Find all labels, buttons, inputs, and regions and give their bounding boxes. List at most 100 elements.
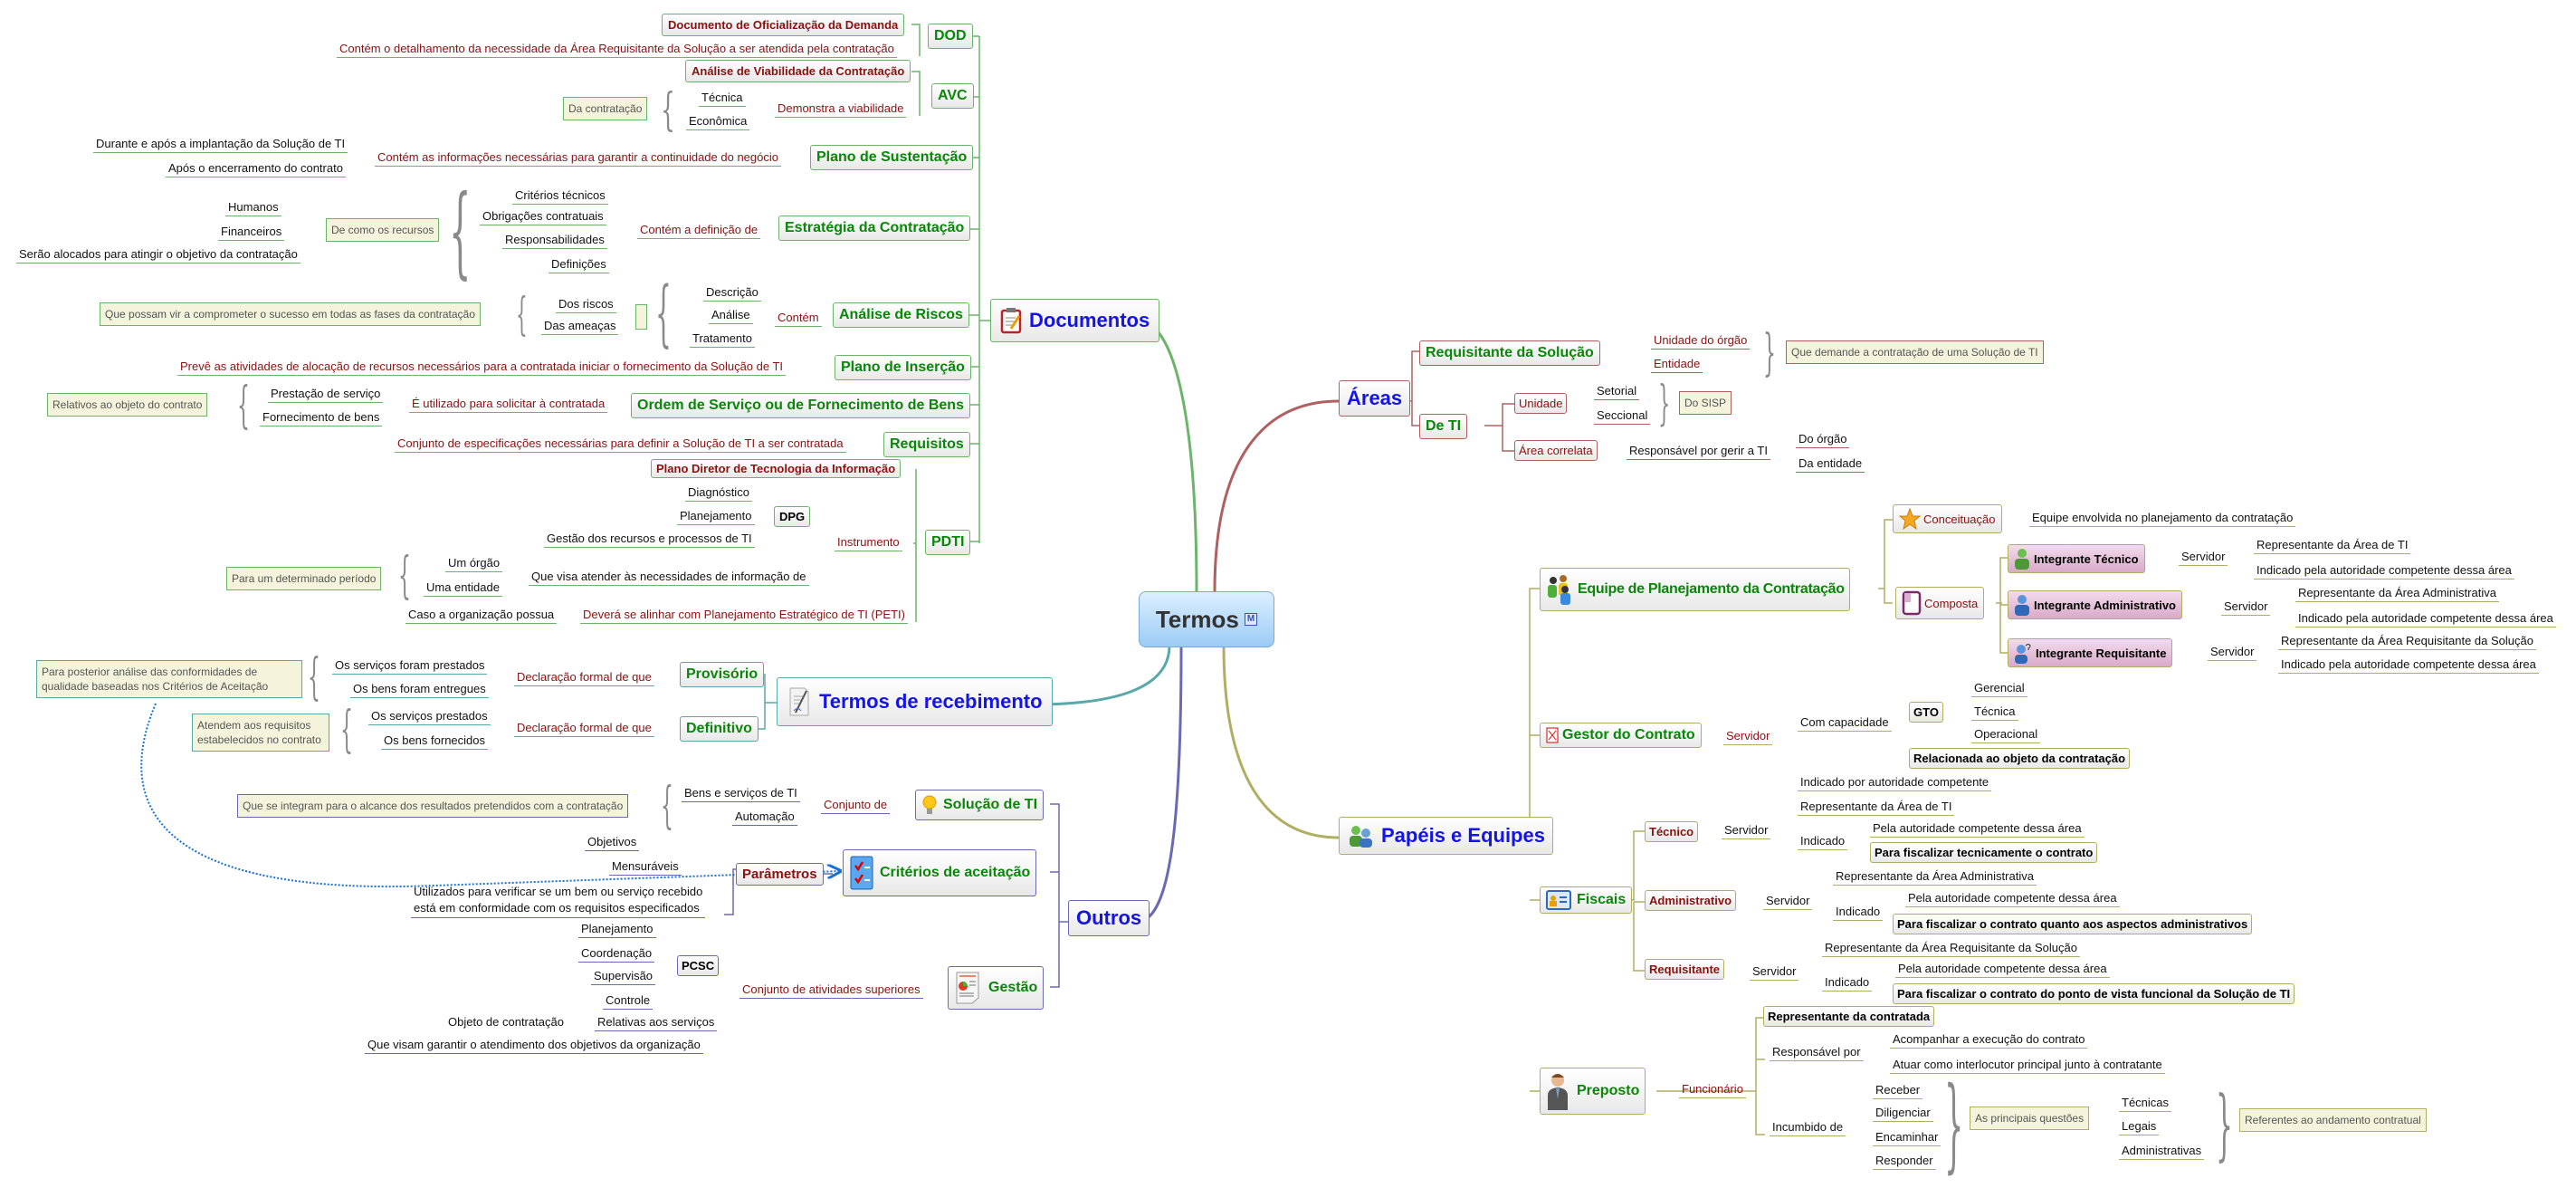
responsavel-item[interactable]: Da entidade xyxy=(1796,455,1865,473)
pdti-atender-item[interactable]: Um órgão xyxy=(445,555,503,572)
topic-outros[interactable]: Outros xyxy=(1068,900,1150,936)
gto-item[interactable]: Operacional xyxy=(1971,726,2041,743)
pdti-caso[interactable]: Caso a organização possua xyxy=(405,607,558,624)
integrante-tecnico[interactable]: Integrante Técnico xyxy=(2008,544,2145,573)
questoes-item[interactable]: Técnicas xyxy=(2119,1095,2172,1112)
topic-areas[interactable]: Áreas xyxy=(1339,380,1411,417)
fiscal-role[interactable]: Servidor xyxy=(1722,822,1771,839)
conceituacao-description[interactable]: Equipe envolvida no planejamento da cont… xyxy=(2029,510,2296,527)
fiscal-indicado[interactable]: Indicado xyxy=(1798,833,1848,850)
parametros-item[interactable]: Mensuráveis xyxy=(609,858,682,876)
riscos-item[interactable]: Análise xyxy=(709,307,753,324)
incumbido-item[interactable]: Encaminhar xyxy=(1873,1129,1942,1146)
topic-definitivo[interactable]: Definitivo xyxy=(680,716,758,742)
definitivo-item[interactable]: Os bens fornecidos xyxy=(381,733,489,750)
avc-item[interactable]: Econômica xyxy=(686,113,750,130)
dpg-item[interactable]: Diagnóstico xyxy=(685,484,752,502)
parametros-topic[interactable]: Parâmetros xyxy=(736,863,824,886)
topic-documentos[interactable]: Documentos xyxy=(990,299,1160,342)
ordem-item[interactable]: Prestação de serviço xyxy=(268,386,384,403)
estrategia-sub-item[interactable]: Financeiros xyxy=(218,224,285,241)
estrategia-item[interactable]: Critérios técnicos xyxy=(512,187,608,205)
solucao-relation[interactable]: Conjunto de xyxy=(821,797,891,814)
integrante-role[interactable]: Servidor xyxy=(2208,644,2257,661)
topic-fiscais[interactable]: Fiscais xyxy=(1540,886,1633,914)
topic-termos-recebimento[interactable]: Termos de recebimento xyxy=(777,677,1053,726)
topic-plano-insercao[interactable]: Plano de Inserção xyxy=(835,355,971,380)
gestao-objeto[interactable]: Objeto de contratação xyxy=(448,1015,564,1029)
fiscal-representante[interactable]: Representante da Área Administrativa xyxy=(1833,868,2037,886)
fiscal-representante[interactable]: Representante da Área de TI xyxy=(1798,799,1955,816)
fiscal-role[interactable]: Servidor xyxy=(1750,963,1799,981)
estrategia-sub-item[interactable]: Serão alocados para atingir o objetivo d… xyxy=(16,246,301,263)
pcsc-item[interactable]: Supervisão xyxy=(591,968,656,985)
questoes-item[interactable]: Legais xyxy=(2119,1118,2160,1135)
preposto-role[interactable]: Funcionário xyxy=(1679,1081,1746,1098)
fiscal-representante[interactable]: Representante da Área Requisitante da So… xyxy=(1822,940,2080,957)
riscos-item[interactable]: Tratamento xyxy=(690,331,755,348)
fiscal-autoridade[interactable]: Pela autoridade competente dessa área xyxy=(1895,961,2110,978)
integrante-role[interactable]: Servidor xyxy=(2221,599,2271,616)
fiscal-finalidade[interactable]: Para fiscalizar o contrato quanto aos as… xyxy=(1893,914,2253,934)
topic-gestao[interactable]: Gestão xyxy=(948,966,1045,1010)
estrategia-relation[interactable]: Contém a definição de xyxy=(637,222,761,239)
sustentacao-item[interactable]: Durante e após a implantação da Solução … xyxy=(93,136,348,153)
definitivo-item[interactable]: Os serviços prestados xyxy=(368,708,491,725)
estrategia-item[interactable]: Obrigações contratuais xyxy=(480,208,606,225)
unidade-item[interactable]: Setorial xyxy=(1594,383,1640,400)
fiscal-indicado[interactable]: Indicado xyxy=(1833,904,1884,921)
criterios-description[interactable]: Utilizados para verificar se um bem ou s… xyxy=(411,884,706,918)
definitivo-relation[interactable]: Declaração formal de que xyxy=(514,720,654,737)
incumbido-item[interactable]: Responder xyxy=(1873,1153,1936,1170)
integrante-item[interactable]: Indicado pela autoridade competente dess… xyxy=(2278,656,2539,674)
dod-full-name[interactable]: Documento de Oficialização da Demanda xyxy=(662,14,905,36)
fiscal-finalidade[interactable]: Para fiscalizar tecnicamente o contrato xyxy=(1870,842,2098,863)
preposto-responsavel[interactable]: Responsável por xyxy=(1770,1044,1864,1061)
dpg-item[interactable]: Gestão dos recursos e processos de TI xyxy=(544,531,755,548)
requisitante-item[interactable]: Unidade do órgão xyxy=(1651,332,1751,350)
pdti-full-name[interactable]: Plano Diretor de Tecnologia da Informaçã… xyxy=(651,459,902,478)
topic-de-ti[interactable]: De TI xyxy=(1419,414,1468,439)
pdti-atender-item[interactable]: Uma entidade xyxy=(424,580,502,597)
topic-solucao-ti[interactable]: Solução de TI xyxy=(915,790,1045,820)
riscos-sub-item[interactable]: Dos riscos xyxy=(556,296,616,313)
questoes-item[interactable]: Administrativas xyxy=(2119,1143,2205,1160)
riscos-item[interactable]: Descrição xyxy=(703,284,761,302)
unidade-note[interactable]: Do SISP xyxy=(1679,391,1732,415)
requisitos-description[interactable]: Conjunto de especificações necessárias p… xyxy=(395,436,846,453)
gestao-relativas[interactable]: Relativas aos serviços xyxy=(595,1014,718,1031)
topic-preposto[interactable]: Preposto xyxy=(1540,1068,1646,1115)
sustentacao-item[interactable]: Após o encerramento do contrato xyxy=(166,160,346,177)
responsavel-item[interactable]: Do órgão xyxy=(1796,431,1850,448)
pdti-peti[interactable]: Deverá se alinhar com Planejamento Estra… xyxy=(580,607,908,624)
estrategia-item[interactable]: Responsabilidades xyxy=(502,232,607,249)
riscos-sub-item[interactable]: Das ameaças xyxy=(541,318,619,335)
responsavel-item[interactable]: Atuar como interlocutor principal junto … xyxy=(1890,1057,2165,1074)
equipe-conceituacao[interactable]: Conceituação xyxy=(1893,504,2002,533)
avc-full-name[interactable]: Análise de Viabilidade da Contratação xyxy=(685,60,911,82)
incumbido-item[interactable]: Diligenciar xyxy=(1873,1105,1933,1122)
topic-ordem-servico[interactable]: Ordem de Serviço ou de Fornecimento de B… xyxy=(631,393,970,418)
integrante-item[interactable]: Indicado pela autoridade competente dess… xyxy=(2254,562,2514,580)
requisitante-note[interactable]: Que demande a contratação de uma Solução… xyxy=(1786,340,2044,364)
integrante-item[interactable]: Representante da Área Requisitante da So… xyxy=(2278,633,2536,650)
preposto-incumbido[interactable]: Incumbido de xyxy=(1770,1119,1846,1136)
topic-requisitante-solucao[interactable]: Requisitante da Solução xyxy=(1419,340,1600,366)
topic-avc[interactable]: AVC xyxy=(931,83,974,109)
pdti-note[interactable]: Para um determinado período xyxy=(226,567,382,590)
fiscal-autoridade[interactable]: Pela autoridade competente dessa área xyxy=(1905,890,2120,907)
pcsc-item[interactable]: Coordenação xyxy=(578,945,655,963)
gto-item[interactable]: Gerencial xyxy=(1971,680,2027,697)
topic-requisitos[interactable]: Requisitos xyxy=(883,432,970,457)
dpg-topic[interactable]: DPG xyxy=(774,506,811,527)
questoes-note[interactable]: Referentes ao andamento contratual xyxy=(2239,1108,2427,1132)
fiscal-indicado[interactable]: Indicado xyxy=(1822,974,1873,992)
parametros-item[interactable]: Objetivos xyxy=(585,834,640,851)
fiscal-administrativo[interactable]: Administrativo xyxy=(1645,890,1737,911)
gto-topic[interactable]: GTO xyxy=(1909,702,1943,723)
de-ti-unidade[interactable]: Unidade xyxy=(1514,393,1568,414)
preposto-representante[interactable]: Representante da contratada xyxy=(1763,1006,1935,1027)
gestor-indicado[interactable]: Indicado por autoridade competente xyxy=(1798,774,1992,791)
riscos-relation[interactable]: Contém xyxy=(775,310,822,327)
topic-criterios-aceitacao[interactable]: Critérios de aceitação xyxy=(843,849,1037,896)
